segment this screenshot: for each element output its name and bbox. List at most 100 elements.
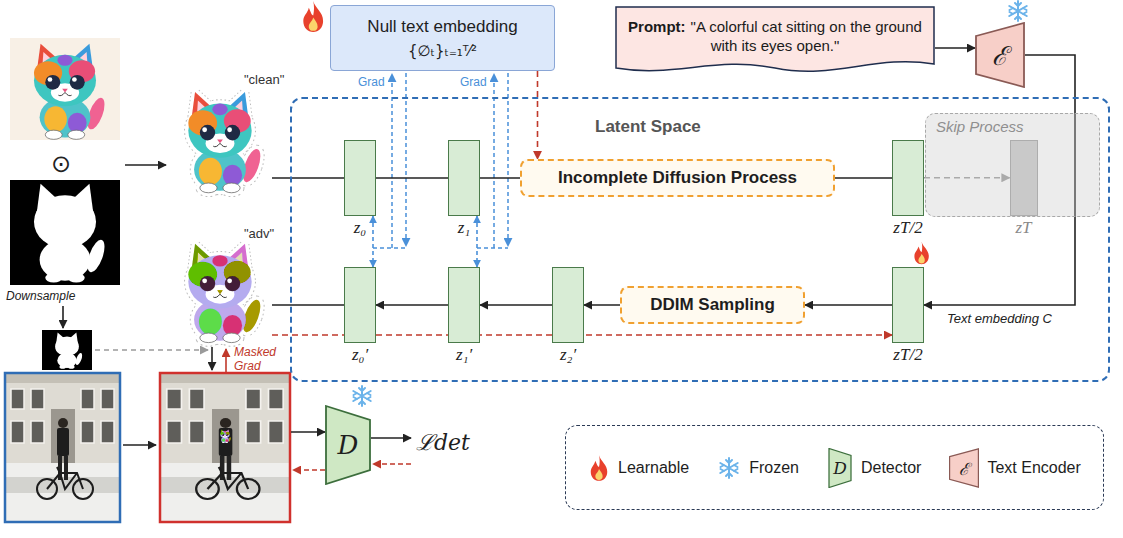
- embedding-formula: {∅ₜ}ₜ₌₁ᵀ⁄²: [367, 42, 517, 60]
- art-path: [373, 247, 406, 249]
- latent-label: z₀: [354, 218, 367, 238]
- art-use: [220, 430, 231, 444]
- art-rect: [42, 330, 92, 370]
- prompt-box: Prompt:"A colorful cat sitting on the gr…: [615, 6, 935, 74]
- process-box: Incomplete Diffusion Process: [520, 159, 835, 197]
- learnable-icon: [303, 1, 323, 32]
- gradient-label: Grad: [460, 75, 487, 89]
- image-tag: "adv": [244, 226, 274, 241]
- detector-symbol: D: [338, 430, 359, 460]
- text-holder: DDIM Sampling: [650, 295, 775, 315]
- legend-icon: ℰ: [949, 448, 979, 488]
- gradient-label: Grad: [358, 75, 385, 89]
- latent-label: z₁′: [456, 345, 472, 365]
- art-use: [188, 92, 264, 193]
- latent-block: z₁′: [448, 267, 480, 343]
- latent-label: z₁: [458, 218, 471, 238]
- legend-symbol: ℰ: [949, 456, 979, 479]
- source-cat-image: [10, 38, 120, 140]
- connector: [935, 47, 975, 49]
- art-use: [591, 455, 608, 481]
- latent-block: z₁: [448, 140, 480, 216]
- art-path: [391, 74, 393, 248]
- frozen-icon: [353, 386, 370, 406]
- connector: [835, 177, 892, 179]
- art-path: [272, 304, 344, 306]
- art-svg: [717, 456, 741, 480]
- text-holder: ℰ: [992, 37, 1008, 73]
- art-use: [188, 92, 264, 193]
- prompt-text: "A colorful cat sitting on the ground wi…: [691, 18, 922, 55]
- latent-block: zT/2: [892, 267, 924, 343]
- art-path: [371, 437, 411, 439]
- frozen-icon: [1009, 1, 1026, 21]
- art-use: [34, 184, 108, 283]
- art-use: [720, 458, 737, 478]
- detector-shape-path: [326, 406, 370, 484]
- gradient-label: Masked Grad: [234, 346, 280, 374]
- art-rect: [10, 180, 120, 285]
- connector: [476, 216, 478, 267]
- legend-item: D Detector: [827, 448, 921, 488]
- art-path: [272, 177, 344, 179]
- connector: [372, 216, 374, 267]
- text-holder: Null text embedding {∅ₜ}ₜ₌₁ᵀ⁄²: [367, 17, 517, 60]
- art-use: [188, 244, 264, 343]
- step-label: Downsample: [6, 289, 75, 303]
- latent-block: z₀′: [344, 267, 376, 343]
- art-rect: [5, 373, 120, 522]
- connector: [376, 177, 448, 179]
- art-rect: [160, 373, 290, 522]
- latent-block: z₂′: [552, 267, 584, 343]
- legend-text: Detector: [861, 459, 921, 477]
- adv-sticker: [188, 244, 264, 343]
- art-use: [914, 242, 928, 264]
- art-path: [95, 349, 208, 351]
- legend-icon: [588, 454, 610, 482]
- legend-text: Learnable: [618, 459, 689, 477]
- skip-region: Skip ProcesszT: [925, 113, 1100, 217]
- image-tag: "clean": [244, 72, 284, 87]
- legend-text: Frozen: [749, 459, 799, 477]
- connector: [537, 71, 539, 159]
- latent-label: zT/2: [893, 345, 922, 365]
- latent-block: z₀: [344, 140, 376, 216]
- small-mask-image: [42, 330, 92, 370]
- art-path: [291, 431, 325, 433]
- art-use: [5, 373, 120, 522]
- art-use: [34, 44, 108, 140]
- art-path: [493, 74, 495, 248]
- art-path: [225, 349, 227, 372]
- gradient-arrows: [373, 73, 508, 248]
- process-label: Incomplete Diffusion Process: [558, 168, 797, 188]
- encoder-shape-path: [976, 23, 1024, 87]
- art-path: [211, 347, 213, 370]
- art-path: [123, 444, 156, 446]
- embedding-title: Null text embedding: [367, 17, 517, 37]
- art-svg: [588, 454, 610, 482]
- legend-item: ℰText Encoder: [949, 448, 1080, 488]
- encoder-shape: ℰ: [975, 22, 1025, 88]
- art-use: [1009, 1, 1026, 21]
- clean-sticker: [188, 92, 264, 193]
- latent-label: z₀′: [352, 345, 368, 365]
- latent-block: zT: [1010, 140, 1038, 216]
- process-label: DDIM Sampling: [650, 295, 775, 315]
- art-use: [188, 244, 264, 343]
- art-polygon: [950, 448, 979, 486]
- connector: [480, 177, 520, 179]
- legend-symbol: D: [827, 458, 853, 478]
- art-use: [188, 244, 264, 343]
- art-rect: [10, 38, 120, 140]
- latent-label: zT: [1015, 218, 1031, 238]
- legend-icon: [717, 456, 741, 480]
- operator-symbol: ⊙: [51, 150, 71, 178]
- art-use: [353, 386, 370, 406]
- prompt-box-path: [616, 7, 934, 71]
- attacked-photo: [160, 373, 290, 522]
- learnable-icon: [914, 242, 928, 264]
- art-use: [188, 92, 264, 193]
- art-path: [125, 164, 166, 166]
- latent-label: zT/2: [893, 218, 922, 238]
- region-title: Latent Space: [595, 117, 701, 137]
